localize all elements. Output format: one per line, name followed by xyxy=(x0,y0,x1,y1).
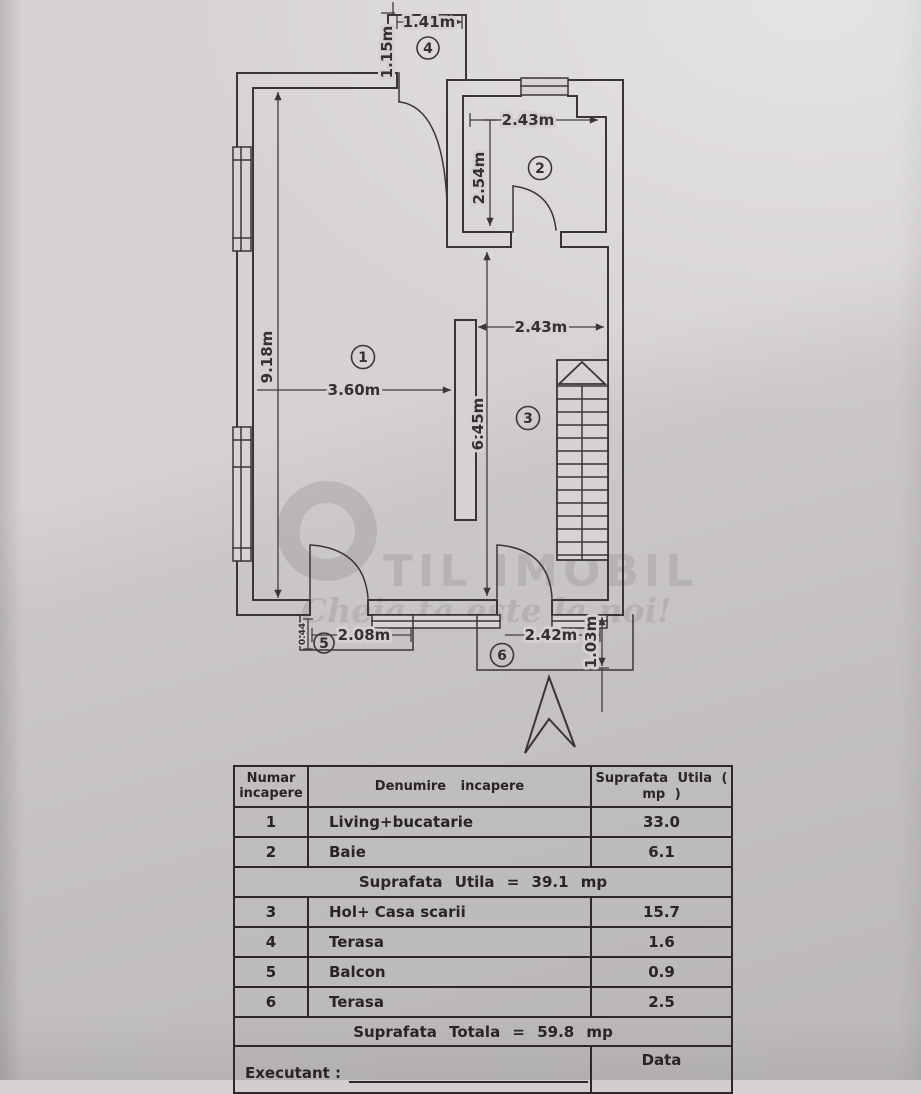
header-numar-incapere: Numar incapere xyxy=(235,767,309,806)
dim-hall-width: 2.43m xyxy=(515,318,568,336)
north-arrow-icon xyxy=(524,673,576,754)
window-left-upper xyxy=(232,146,252,252)
data-label: Data xyxy=(641,1051,682,1069)
stairs xyxy=(556,359,609,561)
cell-num: 4 xyxy=(235,928,309,956)
watermark-brand-text: TIL IMOBIL xyxy=(383,546,698,597)
balcony-door-arc xyxy=(309,544,369,599)
dim-living-width: 3.60m xyxy=(328,381,381,399)
table-row: 2 Baie 6.1 xyxy=(235,838,731,868)
window-left-lower xyxy=(232,426,252,562)
cell-area: 1.6 xyxy=(648,933,675,951)
dim-bath-height: 2.54m xyxy=(470,152,488,205)
executant-label: Executant : xyxy=(245,1063,342,1082)
cell-name: Living+bucatarie xyxy=(309,808,592,836)
cell-name: Terasa xyxy=(309,928,592,956)
terrace-bottom-outline xyxy=(476,614,634,671)
cell-name: Hol+ Casa scarii xyxy=(309,898,592,926)
room-label-terrace-bottom: 6 xyxy=(489,642,515,668)
terrace-door-arc xyxy=(496,544,553,599)
watermark-swoosh-icon xyxy=(278,502,349,567)
svg-text:4: 4 xyxy=(423,41,433,57)
dim-terrace-top-depth: 1.15m xyxy=(378,26,396,79)
dim-balcony-depth: 0.44 xyxy=(298,623,308,645)
header-denumire-incapere: Denumire incapere xyxy=(309,767,592,806)
svg-text:5: 5 xyxy=(319,636,329,652)
watermark-ring-icon xyxy=(277,481,377,581)
partition-wall xyxy=(454,319,477,521)
executant-signature-line xyxy=(349,1080,588,1083)
balcony-outline xyxy=(299,614,414,651)
footer-row: Executant : Data xyxy=(235,1047,731,1092)
cell-num: 6 xyxy=(235,988,309,1016)
area-table: Numar incapere Denumire incapere Suprafa… xyxy=(233,765,733,1094)
table-row: 4 Terasa 1.6 xyxy=(235,928,731,958)
svg-text:6: 6 xyxy=(497,648,507,664)
room-label-balcony: 5 xyxy=(313,632,335,654)
window-sill-bottom-living xyxy=(371,614,501,629)
svg-text:3: 3 xyxy=(523,411,533,427)
cell-area: 15.7 xyxy=(642,903,680,921)
cell-area: 33.0 xyxy=(642,813,680,831)
dim-living-height: 9.18m xyxy=(258,331,276,384)
room-label-bath: 2 xyxy=(527,155,553,181)
building-walls xyxy=(236,14,624,616)
cell-name: Balcon xyxy=(309,958,592,986)
room-label-living: 1 xyxy=(350,344,376,370)
data-cell: Data xyxy=(592,1047,731,1069)
cell-num: 5 xyxy=(235,958,309,986)
table-row: 6 Terasa 2.5 xyxy=(235,988,731,1018)
subtotal-row: Suprafata Utila = 39.1 mp xyxy=(235,868,731,898)
entrance-door-arc xyxy=(398,72,448,204)
window-bath-top xyxy=(520,77,569,96)
cell-name: Baie xyxy=(309,838,592,866)
table-row: 3 Hol+ Casa scarii 15.7 xyxy=(235,898,731,928)
window-sill-bottom-hall xyxy=(551,614,608,629)
cell-area: 6.1 xyxy=(648,843,675,861)
dim-terrace-top-width: 1.41m xyxy=(403,13,456,31)
cell-num: 3 xyxy=(235,898,309,926)
room-label-terrace-top: 4 xyxy=(416,36,440,60)
total-row: Suprafata Totala = 59.8 mp xyxy=(235,1018,731,1047)
header-suprafata-utila: Suprafata Utila ( mp ) xyxy=(595,770,728,802)
bathroom-door-arc xyxy=(512,185,557,233)
cell-num: 1 xyxy=(235,808,309,836)
dim-terrace-bottom-width: 2.42m xyxy=(525,626,578,644)
svg-text:1: 1 xyxy=(358,350,368,366)
cell-name: Terasa xyxy=(309,988,592,1016)
stairs-direction-triangle-icon xyxy=(556,360,608,385)
svg-text:2: 2 xyxy=(535,161,545,177)
dimensions: 9.18m 3.60m 2.43m 6.45m 2.43m 2.54m 1.41… xyxy=(255,2,609,712)
cell-area: 2.5 xyxy=(648,993,675,1011)
table-header-row: Numar incapere Denumire incapere Suprafa… xyxy=(235,767,731,808)
floor-plan-drawing: TIL IMOBIL Cheia ta este la noi! xyxy=(232,2,698,754)
cell-area: 0.9 xyxy=(648,963,675,981)
watermark-logo: TIL IMOBIL Cheia ta este la noi! xyxy=(277,481,698,630)
table-row: 1 Living+bucatarie 33.0 xyxy=(235,808,731,838)
executant-cell: Executant : xyxy=(235,1047,592,1092)
dim-terrace-bottom-depth: 1.03m xyxy=(582,616,600,669)
dim-bath-width: 2.43m xyxy=(502,111,555,129)
room-label-hall: 3 xyxy=(515,405,541,431)
dim-hall-height: 6.45m xyxy=(469,398,487,451)
table-row: 5 Balcon 0.9 xyxy=(235,958,731,988)
cell-num: 2 xyxy=(235,838,309,866)
dim-balcony-width: 2.08m xyxy=(338,626,391,644)
